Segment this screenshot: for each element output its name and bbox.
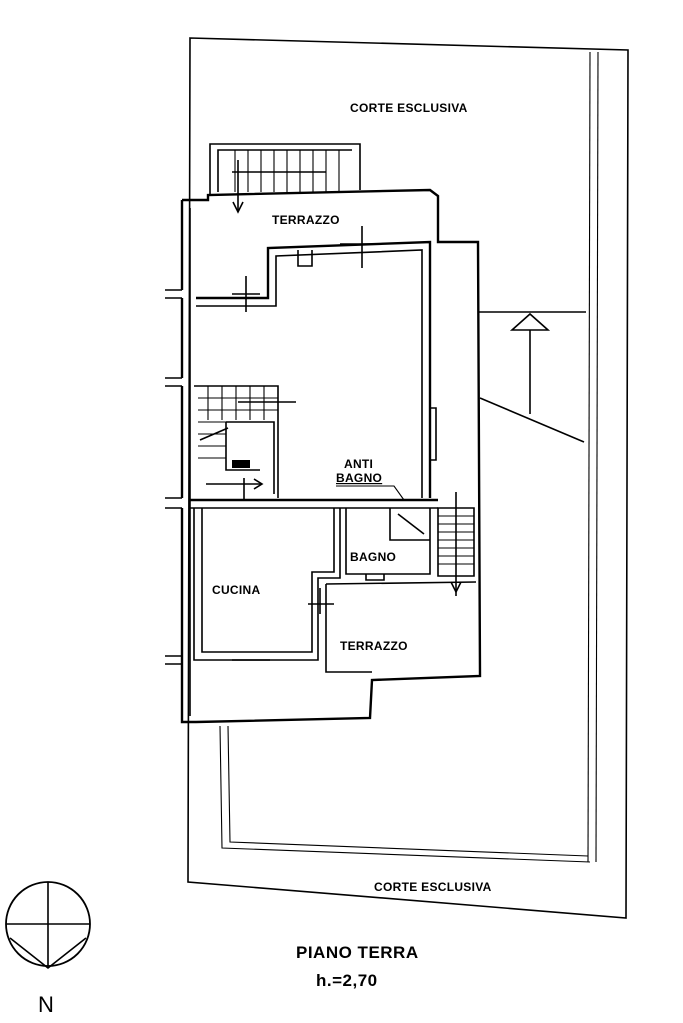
antibagno-leader-line [336, 485, 405, 501]
building-walls [165, 143, 482, 724]
plan-title: PIANO TERRA [296, 943, 419, 962]
label-antibagno-1: ANTI [344, 457, 373, 471]
label-corte-top: CORTE ESCLUSIVA [350, 101, 468, 115]
north-label: N [38, 992, 54, 1017]
section-marker [478, 311, 586, 443]
stair-internal [198, 386, 296, 500]
north-compass-icon [5, 881, 91, 970]
label-terrazzo-top: TERRAZZO [272, 213, 340, 227]
label-cucina: CUCINA [212, 583, 260, 597]
stair-right [437, 492, 475, 596]
label-terrazzo-bottom: TERRAZZO [340, 639, 408, 653]
lot-boundary [187, 37, 629, 919]
label-corte-bottom: CORTE ESCLUSIVA [374, 880, 492, 894]
opening-marks [232, 226, 380, 614]
height-note: h.=2,70 [316, 971, 378, 990]
label-antibagno-2: BAGNO [336, 471, 382, 485]
label-bagno: BAGNO [350, 550, 396, 564]
stair-top [232, 150, 340, 214]
